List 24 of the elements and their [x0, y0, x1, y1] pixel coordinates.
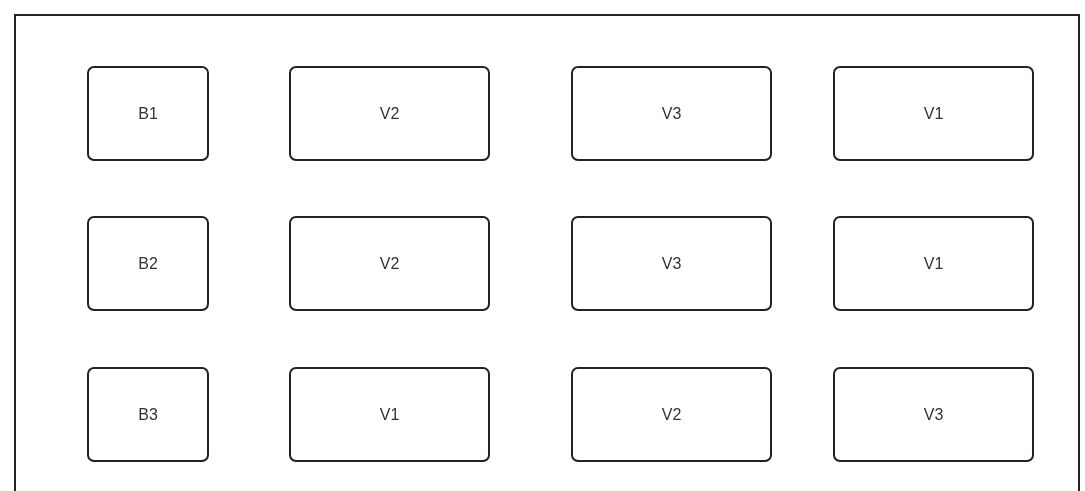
- process-box: [571, 367, 772, 462]
- process-box: [833, 66, 1034, 161]
- process-box: [571, 66, 772, 161]
- process-box: [87, 216, 209, 311]
- process-box: [87, 367, 209, 462]
- box-label: V3: [923, 404, 944, 425]
- process-box: [833, 216, 1034, 311]
- box-label: V2: [661, 404, 682, 425]
- box-label: V3: [661, 103, 682, 124]
- box-label: V1: [923, 253, 944, 274]
- box-label: V1: [923, 103, 944, 124]
- box-label: B1: [138, 103, 158, 124]
- box-label: V2: [379, 103, 400, 124]
- box-label: B3: [138, 404, 158, 425]
- process-box: [571, 216, 772, 311]
- process-box: [289, 66, 490, 161]
- process-box: [289, 216, 490, 311]
- box-label: V1: [379, 404, 400, 425]
- box-label: B2: [138, 253, 158, 274]
- box-label: V2: [379, 253, 400, 274]
- process-box: [833, 367, 1034, 462]
- process-box: [289, 367, 490, 462]
- box-label: V3: [661, 253, 682, 274]
- process-box: [87, 66, 209, 161]
